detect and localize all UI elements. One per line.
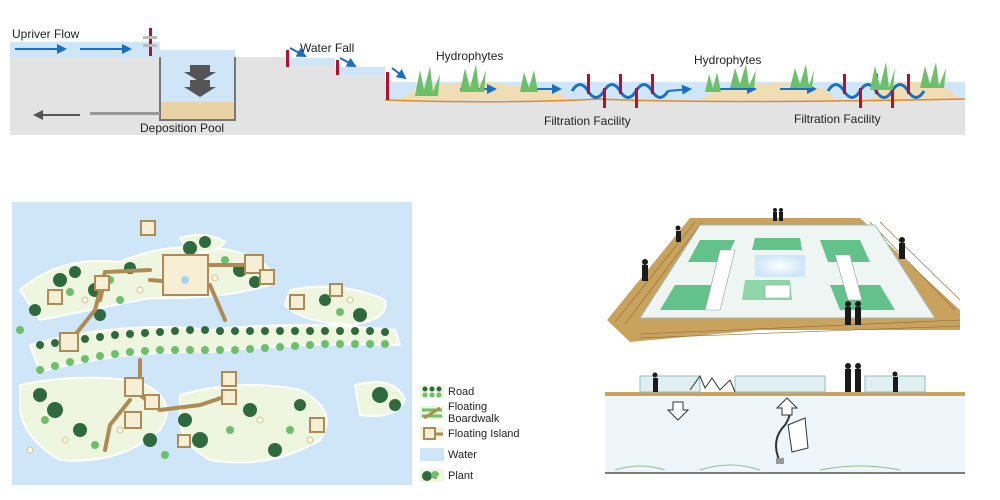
legend-item-boardwalk: Floating Boardwalk	[420, 400, 530, 425]
legend-label-plant: Plant	[448, 469, 474, 482]
gate-post	[386, 72, 389, 100]
gate-post	[149, 28, 152, 56]
section-ground	[10, 57, 965, 135]
filtration-facility-1	[570, 74, 670, 108]
section-view	[605, 363, 965, 474]
legend-label-water: Water	[448, 448, 477, 461]
plant-clusters	[16, 236, 401, 459]
people-silhouettes	[642, 208, 905, 325]
upriver-flow-label: Upriver Flow	[12, 27, 80, 41]
gate-post	[286, 50, 289, 67]
down-arrow-icon	[184, 80, 216, 97]
legend-item-road: Road	[420, 381, 530, 402]
plant-swatch-icon	[420, 469, 444, 482]
legend-item-water: Water	[420, 444, 530, 465]
floating-islands	[47, 220, 343, 448]
deposition-pool-label: Deposition Pool	[140, 121, 224, 135]
filtration-facility-label-2: Filtration Facility	[794, 112, 881, 126]
wetland-island	[178, 384, 328, 464]
hydrophytes-label-2: Hydrophytes	[694, 53, 761, 67]
water-fall-label: Water Fall	[300, 41, 354, 55]
legend-item-island: Floating Island	[420, 423, 530, 444]
site-plan	[12, 202, 412, 485]
road-swatch-icon	[420, 385, 444, 398]
river-section: Upriver Flow Water Fall Deposition Pool …	[10, 27, 966, 135]
legend-item-plant: Plant	[420, 465, 530, 486]
axonometric-view	[607, 208, 961, 342]
legend-label-island: Floating Island	[448, 427, 520, 440]
hydrophyte-plants	[415, 62, 946, 96]
filtration-facility-label-1: Filtration Facility	[544, 114, 631, 128]
boardwalk-swatch-icon	[420, 406, 444, 419]
down-arrow-icon	[184, 65, 216, 82]
road-row	[36, 340, 389, 374]
water-swatch-icon	[420, 448, 444, 461]
up-arrow-icon	[775, 397, 799, 416]
island-swatch-icon	[420, 427, 444, 440]
legend-label-boardwalk: Floating Boardwalk	[448, 400, 500, 425]
gate-post	[336, 60, 339, 75]
plan-legend: Road Floating Boardwalk Floating Island …	[420, 381, 530, 486]
down-arrow-icon	[666, 401, 690, 421]
hydrophytes-label-1: Hydrophytes	[436, 49, 503, 63]
legend-label-road: Road	[448, 385, 475, 398]
